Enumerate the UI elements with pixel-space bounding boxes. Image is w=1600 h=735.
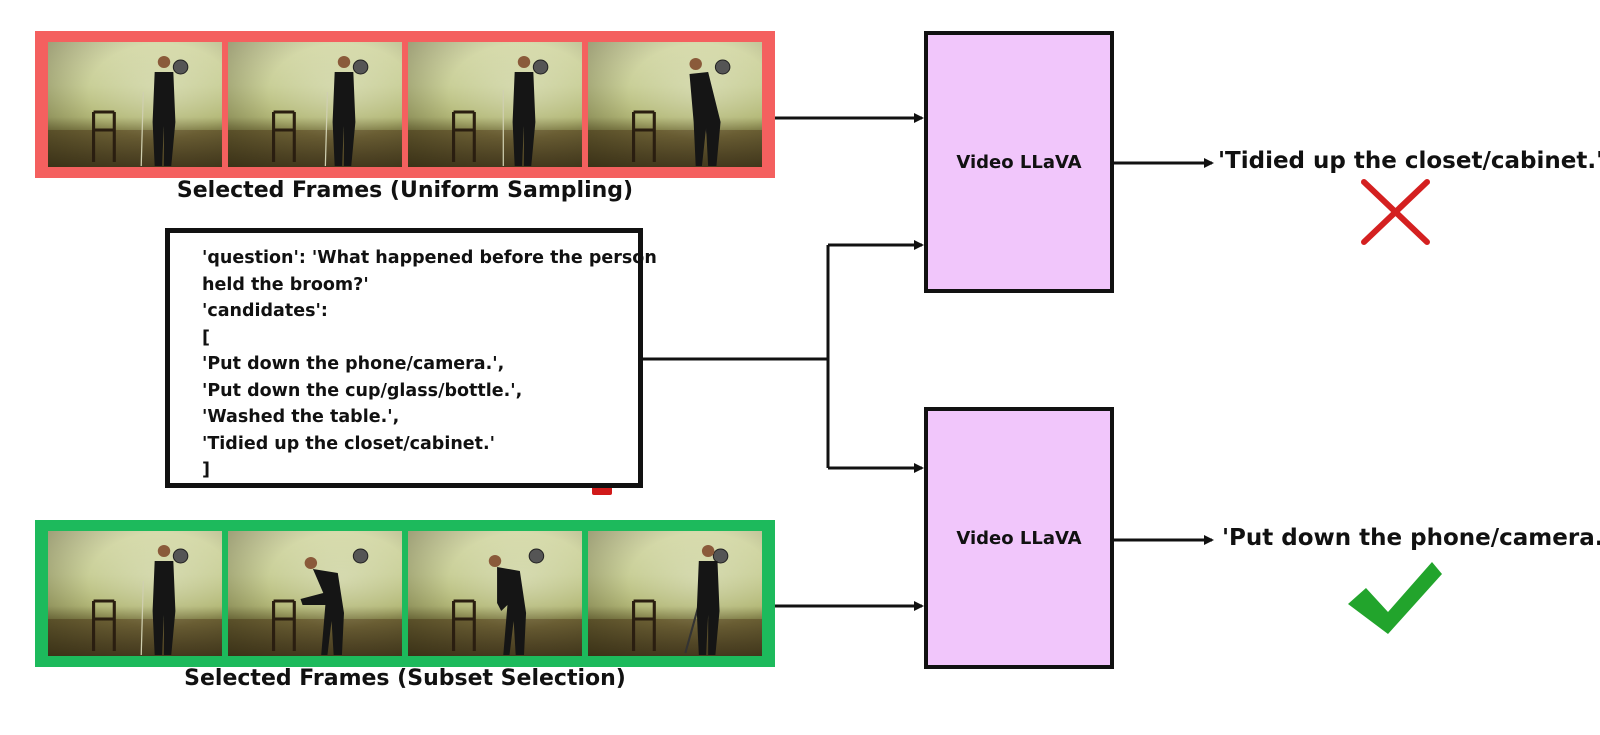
video-frame-4: [588, 531, 762, 656]
candidate-item: 'Tidied up the closet/cabinet.': [202, 433, 496, 454]
uniform-sampling-frame-strip: [35, 31, 775, 178]
candidate-item: 'Put down the phone/camera.',: [202, 354, 505, 374]
cross-icon: [1361, 179, 1430, 245]
question-line: held the broom?': [202, 274, 369, 295]
video-llava-model-box: Video LLaVA: [924, 31, 1114, 293]
list-close-bracket: ]: [202, 460, 210, 480]
subset-selection-answer: 'Put down the phone/camera.': [1222, 525, 1600, 551]
question-line: 'question': 'What happened before the pe…: [202, 248, 657, 268]
uniform-sampling-caption: Selected Frames (Uniform Sampling): [176, 178, 634, 203]
candidate-item: 'Washed the table.',: [202, 407, 400, 427]
video-frame-1: [48, 531, 222, 656]
person-bending-image: [272, 548, 369, 655]
subset-selection-frame-strip: [35, 520, 775, 667]
video-frame-3: [408, 531, 582, 656]
video-frame-1: [48, 42, 222, 167]
candidates-label: 'candidates':: [202, 301, 328, 321]
person-standing-image: [272, 56, 369, 167]
model-label: Video LLaVA: [956, 151, 1082, 173]
model-label: Video LLaVA: [956, 527, 1082, 549]
video-frame-3: [408, 42, 582, 167]
person-standing-image: [452, 56, 549, 166]
video-frame-2: [228, 42, 402, 167]
person-standing-image: [92, 56, 189, 167]
uniform-sampling-answer: 'Tidied up the closet/cabinet.': [1218, 148, 1600, 174]
person-bending-image: [452, 548, 545, 655]
subset-selection-caption: Selected Frames (Subset Selection): [184, 666, 626, 691]
person-holding-broom-image: [632, 58, 731, 166]
video-llava-model-box: Video LLaVA: [924, 407, 1114, 669]
list-open-bracket: [: [202, 327, 210, 348]
person-standing-image: [92, 545, 189, 656]
check-icon: [1348, 562, 1442, 634]
person-holding-broom-image: [632, 545, 729, 655]
video-frame-4: [588, 42, 762, 167]
video-frame-2: [228, 531, 402, 656]
question-candidates-box: 'question': 'What happened before the pe…: [165, 228, 657, 488]
candidate-item: 'Put down the cup/glass/bottle.',: [202, 380, 523, 401]
